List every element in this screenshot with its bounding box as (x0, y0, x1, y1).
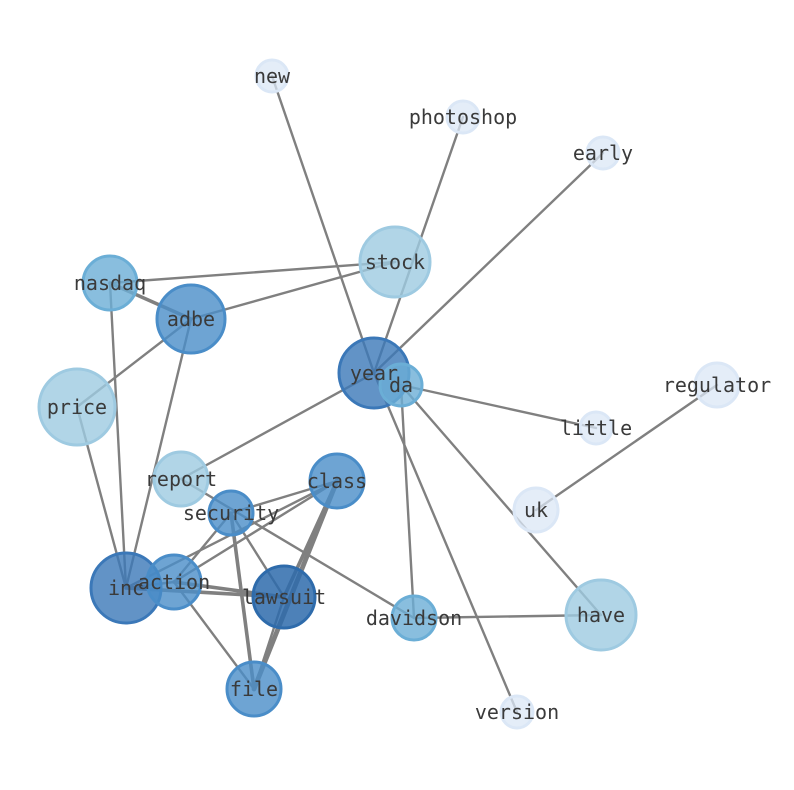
node-security[interactable] (207, 489, 255, 537)
node-label-adbe: adbe (167, 307, 215, 331)
node-da[interactable] (378, 362, 424, 408)
node-label-price: price (47, 395, 107, 419)
node-report[interactable] (152, 450, 210, 508)
node-lawsuit[interactable] (251, 564, 317, 630)
edge-new-year (270, 74, 376, 375)
node-regulator[interactable] (693, 361, 741, 409)
node-label-security: security (183, 501, 279, 525)
edge-early-year (372, 151, 605, 375)
node-label-lawsuit: lawsuit (242, 585, 326, 609)
node-label-file: file (230, 677, 278, 701)
node-have[interactable] (564, 578, 638, 652)
node-label-nasdaq: nasdaq (74, 271, 146, 295)
node-label-stock: stock (365, 250, 425, 274)
node-version[interactable] (499, 694, 535, 730)
node-label-report: report (145, 467, 217, 491)
node-early[interactable] (585, 135, 621, 171)
node-label-version: version (475, 700, 559, 724)
node-label-year: year (350, 361, 398, 385)
node-new[interactable] (254, 58, 290, 94)
node-adbe[interactable] (155, 283, 227, 355)
node-uk[interactable] (512, 486, 560, 534)
node-little[interactable] (578, 410, 614, 446)
node-label-new: new (254, 64, 291, 88)
edge-da-davidson (399, 383, 416, 620)
node-photoshop[interactable] (445, 99, 481, 135)
edge-da-have (399, 383, 603, 617)
node-label-action: action (138, 570, 210, 594)
edge-class-action (172, 479, 339, 584)
node-nasdaq[interactable] (81, 254, 139, 312)
edge-year-report (179, 371, 376, 481)
edge-regulator-uk (534, 383, 719, 512)
node-file[interactable] (225, 660, 283, 718)
edge-da-little (399, 383, 598, 430)
node-stock[interactable] (358, 225, 432, 299)
node-label-da: da (389, 373, 413, 397)
node-label-class: class (307, 469, 367, 493)
edge-adbe-inc (124, 317, 193, 590)
edge-stock-nasdaq (108, 260, 397, 285)
node-class[interactable] (308, 452, 366, 510)
node-label-davidson: davidson (366, 606, 462, 630)
labels-layer: new photoshop early stock nasdaq adbe price yea… (47, 64, 771, 724)
node-label-have: have (577, 603, 625, 627)
node-label-inc: inc (108, 576, 144, 600)
edge-nasdaq-inc (108, 281, 128, 590)
node-label-little: little (560, 416, 632, 440)
node-label-uk: uk (524, 498, 548, 522)
node-label-photoshop: photoshop (409, 105, 517, 129)
node-price[interactable] (37, 367, 117, 447)
edge-year-version (372, 371, 519, 714)
node-davidson[interactable] (390, 594, 438, 642)
nodes-layer (37, 58, 741, 730)
edge-security-file (229, 511, 256, 691)
node-label-regulator: regulator (663, 373, 771, 397)
node-action[interactable] (145, 553, 203, 611)
node-label-early: early (573, 141, 633, 165)
